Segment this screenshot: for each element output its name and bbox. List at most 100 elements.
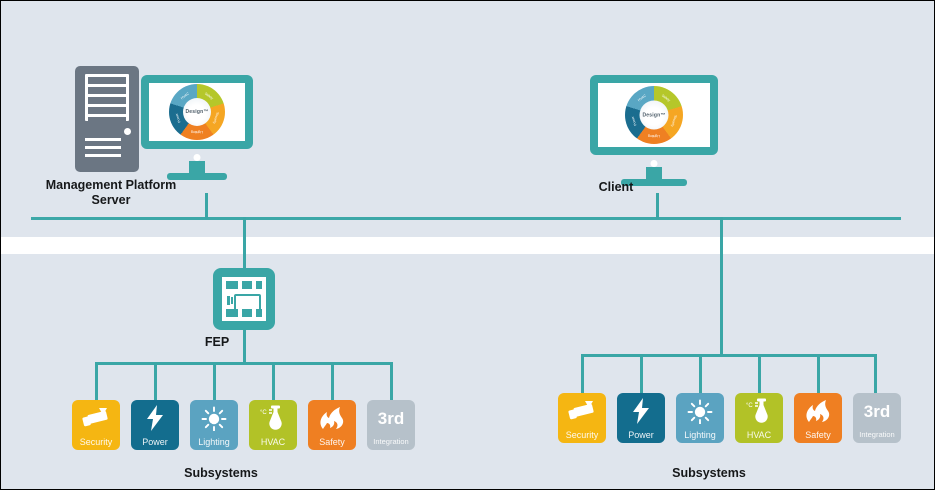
branch-drop-right-4 [758,354,761,394]
branch-drop-right-5 [817,354,820,394]
subsystem-tile-hvac[interactable]: °C HVAC [735,393,783,443]
branch-drop-right-3 [699,354,702,394]
monitor-indicator-dot [193,154,201,161]
third-party-glyph-text: 3rd [377,408,405,428]
subsystem-tile-label: Power [142,437,168,447]
mps-label-line-2: Server [91,193,131,207]
wheel-segment-label-lighting: Lighting [191,129,203,134]
subsystem-tile-label: Lighting [684,430,716,440]
subsystem-tile-label: HVAC [260,437,286,447]
subsystem-tile-label: HVAC [746,430,772,440]
fep-indicator-bar-1 [227,296,230,305]
connector-bus-to-fep [243,217,246,271]
network-bus-line [31,217,901,220]
light-bulb-sun-icon [676,396,724,426]
branch-bar-right [581,354,877,357]
branch-drop-right-1 [581,354,584,394]
wheel-segment-label-security: Security [669,114,678,128]
fep-indicator-bar-2 [231,297,233,304]
subsystem-tile-lighting[interactable]: Lighting [190,400,238,450]
thermometer-flask-icon: °C [249,403,297,433]
subsystem-tile-power[interactable]: Power [617,393,665,443]
branch-drop-left-2 [154,362,157,400]
client-monitor-base [621,179,687,186]
subsystem-tile-lighting[interactable]: Lighting [676,393,724,443]
monitor-base [167,173,227,180]
wheel-segment-label-security: Security [212,111,220,125]
thermometer-flask-icon: °C [735,396,783,426]
wheel-segment-label-hvac: HVAC [637,94,647,103]
subsystem-tile-safety[interactable]: Safety [308,400,356,450]
design-wheel-hub-label: Design™ [185,109,209,115]
branch-drop-right-6 [874,354,877,394]
subsystem-tile-power[interactable]: Power [131,400,179,450]
subsystems-label-left: Subsystems [184,466,258,480]
client-monitor-neck [646,167,662,181]
fep-top-ports [226,281,262,289]
svg-text:°C: °C [260,410,267,416]
cctv-camera-icon [558,396,606,426]
branch-drop-left-4 [272,362,275,400]
design-wheel-hub: Design™ [183,98,211,126]
subsystem-tile-security[interactable]: Security [72,400,120,450]
subsystem-tile-label: Security [79,437,113,447]
subsystem-tile-hvac[interactable]: °C HVAC [249,400,297,450]
client-monitor-indicator-dot [650,160,658,167]
wheel-segment-label-lighting: Lighting [648,133,660,138]
subsystem-tile-label: Power [628,430,654,440]
connector-client-to-bus [656,193,659,219]
zone-divider-band [1,237,934,254]
fep-label: FEP [204,335,230,349]
server-vent-slots [85,138,121,162]
wheel-segment-label-safety: Safety [203,91,214,101]
branch-drop-left-5 [331,362,334,400]
third-party-3rd-icon: 3rd [853,396,901,426]
flame-icon [794,396,842,426]
third-party-3rd-icon: 3rd [367,403,415,433]
management-platform-server-label: Management Platform Server [11,178,211,208]
branch-drop-right-2 [640,354,643,394]
fep-face [222,277,266,321]
connector-bus-to-right-group [720,217,723,356]
client-design-wheel-hub-label: Design™ [642,112,666,118]
subsystem-tile-label: Security [565,430,599,440]
subsystem-tile-label: Integration [373,437,409,446]
client-label: Client [598,180,634,194]
svg-text:°C: °C [746,403,753,409]
lightning-bolt-icon [617,396,665,426]
lower-zone-background [1,254,934,489]
fep-device-icon[interactable] [213,268,275,330]
third-party-glyph-text: 3rd [863,401,891,421]
branch-drop-left-1 [95,362,98,400]
subsystem-tile-label: Safety [805,430,831,440]
subsystems-label-right: Subsystems [672,466,746,480]
server-drive-bays [85,74,129,124]
subsystem-tile-label: Safety [319,437,345,447]
subsystem-tile-safety[interactable]: Safety [794,393,842,443]
lightning-bolt-icon [131,403,179,433]
connector-server-to-bus [205,193,208,219]
server-power-led [124,128,131,135]
light-bulb-sun-icon [190,403,238,433]
cctv-camera-icon [72,403,120,433]
monitor-neck [189,161,205,175]
wheel-segment-label-power: Power [631,116,638,127]
fep-bottom-ports [226,309,262,317]
client-design-wheel-hub: Design™ [639,100,669,130]
branch-drop-left-3 [213,362,216,400]
wheel-segment-label-safety: Safety [661,93,672,103]
server-tower-icon[interactable] [75,66,139,172]
branch-bar-left [95,362,393,365]
subsystem-tile-security[interactable]: Security [558,393,606,443]
subsystem-tile-label: Lighting [198,437,230,447]
flame-icon [308,403,356,433]
